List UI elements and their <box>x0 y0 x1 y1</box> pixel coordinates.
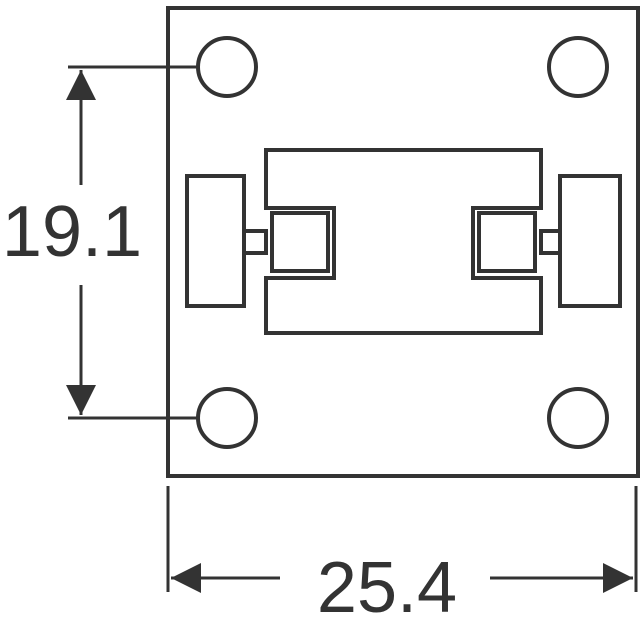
right-pad <box>558 174 622 308</box>
mounting-hole-top-right <box>547 36 609 98</box>
height-dimension-label: 19.1 <box>2 192 142 272</box>
board-outline <box>166 6 640 478</box>
left-pad <box>185 174 246 308</box>
right-connector <box>539 229 562 255</box>
mounting-hole-bottom-left <box>196 387 258 449</box>
left-connector <box>242 229 268 255</box>
width-dimension-label: 25.4 <box>317 548 457 628</box>
left-inner-square <box>270 211 330 273</box>
component-body <box>264 148 543 335</box>
right-inner-square <box>477 211 537 273</box>
mounting-hole-bottom-right <box>547 387 609 449</box>
mounting-hole-top-left <box>196 36 258 98</box>
